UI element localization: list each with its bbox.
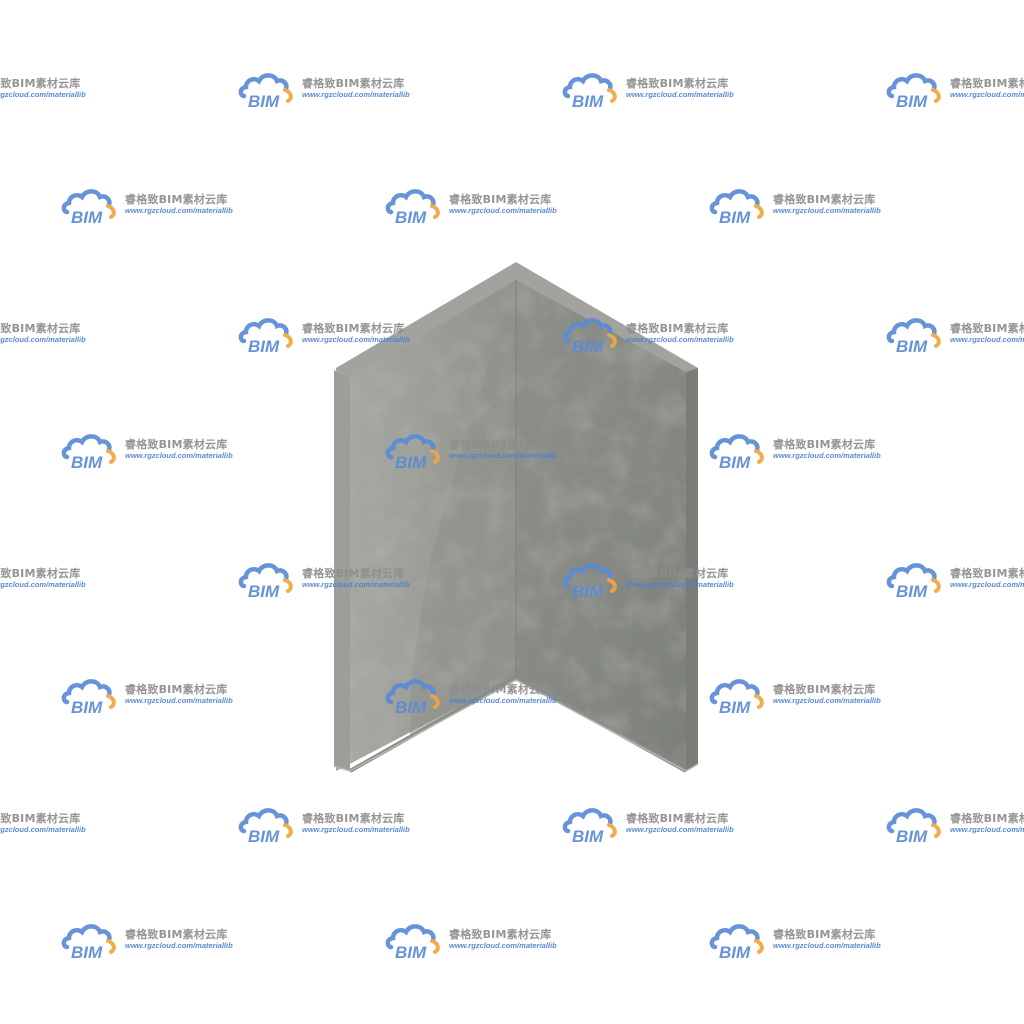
concrete-texture [336,266,686,771]
right-thickness-edge [686,368,698,771]
bottom-outer-edge [333,679,699,772]
left-thickness-edge [334,370,350,771]
